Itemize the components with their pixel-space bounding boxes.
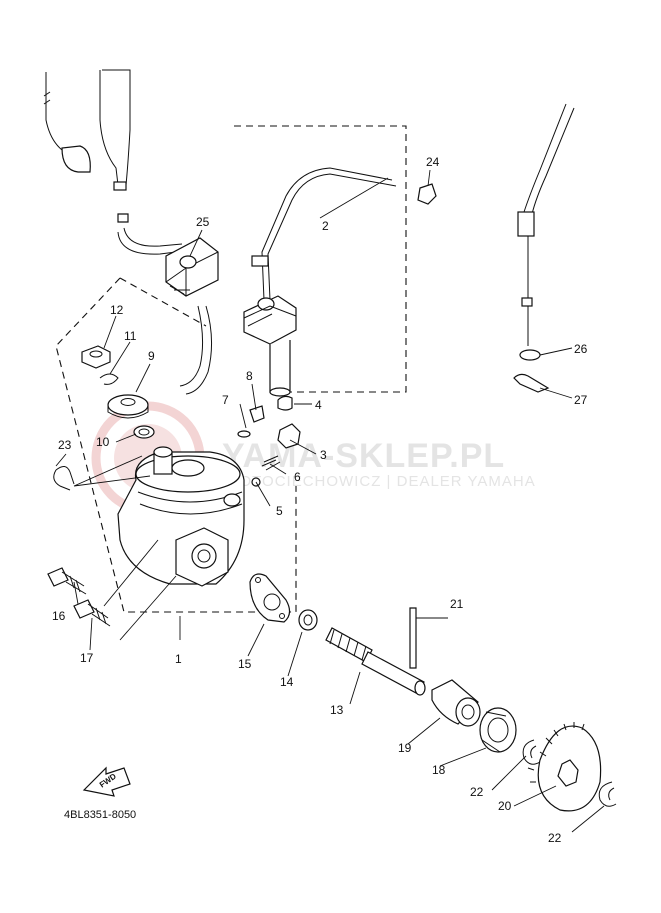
callout-26: 26 bbox=[574, 342, 588, 356]
oil-tank bbox=[43, 69, 131, 191]
callout-1: 1 bbox=[175, 652, 182, 666]
callout-labels: 1 2 3 4 5 6 7 8 9 10 11 12 13 14 15 16 1… bbox=[52, 155, 588, 845]
callout-15: 15 bbox=[238, 657, 252, 671]
watermark-sub-text: MOTOCIECHOWICZ | DEALER YAMAHA bbox=[226, 473, 536, 490]
watermark: YAMA-SKLEP.PL MOTOCIECHOWICZ | DEALER YA… bbox=[91, 401, 536, 515]
callout-3: 3 bbox=[320, 448, 327, 462]
collar-19 bbox=[431, 679, 481, 727]
callout-23: 23 bbox=[58, 438, 72, 452]
callout-11: 11 bbox=[124, 329, 137, 343]
forward-direction-arrow: FWD bbox=[82, 766, 131, 797]
circlip-22a bbox=[522, 739, 541, 765]
callout-14: 14 bbox=[280, 675, 294, 689]
callout-22b: 22 bbox=[548, 831, 562, 845]
assembly-group-outline bbox=[234, 125, 407, 393]
callout-27: 27 bbox=[574, 393, 588, 407]
callout-7: 7 bbox=[222, 393, 229, 407]
watermark-main-text: YAMA-SKLEP.PL bbox=[222, 437, 505, 475]
pin-21 bbox=[409, 607, 417, 669]
callout-17: 17 bbox=[80, 651, 94, 665]
callout-8: 8 bbox=[246, 369, 253, 383]
callout-25: 25 bbox=[196, 215, 210, 229]
callout-2: 2 bbox=[322, 219, 329, 233]
leader-lines bbox=[55, 169, 605, 833]
callout-5: 5 bbox=[276, 504, 283, 518]
washer-14 bbox=[298, 609, 318, 631]
pump-group-outline bbox=[55, 277, 297, 613]
callout-10: 10 bbox=[96, 435, 110, 449]
callout-20: 20 bbox=[498, 799, 512, 813]
small-parts-9-12 bbox=[81, 345, 155, 439]
hose-clamp-25 bbox=[165, 237, 219, 297]
diagram-code: 4BL8351-8050 bbox=[64, 809, 136, 821]
throttle-cable-right bbox=[513, 103, 575, 393]
bearing-18 bbox=[479, 707, 517, 753]
drive-gear-20 bbox=[527, 722, 602, 812]
callout-4: 4 bbox=[315, 398, 322, 412]
callout-6: 6 bbox=[294, 470, 301, 484]
callout-12: 12 bbox=[110, 303, 124, 317]
gasket-15 bbox=[249, 573, 291, 623]
nut-24 bbox=[417, 183, 437, 205]
callout-13: 13 bbox=[330, 703, 344, 717]
callout-22a: 22 bbox=[470, 785, 484, 799]
callout-19: 19 bbox=[398, 741, 412, 755]
callout-16: 16 bbox=[52, 609, 66, 623]
pump-cable-2 bbox=[243, 167, 397, 397]
washer-26 bbox=[519, 349, 541, 361]
drive-shaft-13 bbox=[325, 627, 426, 696]
clip-27 bbox=[513, 373, 550, 393]
fittings-3-8 bbox=[237, 395, 301, 487]
callout-24: 24 bbox=[426, 155, 440, 169]
callout-9: 9 bbox=[148, 349, 155, 363]
oil-delivery-hose bbox=[117, 213, 213, 395]
callout-18: 18 bbox=[432, 763, 446, 777]
clip-23 bbox=[53, 466, 75, 491]
circlip-22b bbox=[598, 781, 617, 807]
callout-21: 21 bbox=[450, 597, 464, 611]
bolts-16-17 bbox=[47, 567, 111, 627]
